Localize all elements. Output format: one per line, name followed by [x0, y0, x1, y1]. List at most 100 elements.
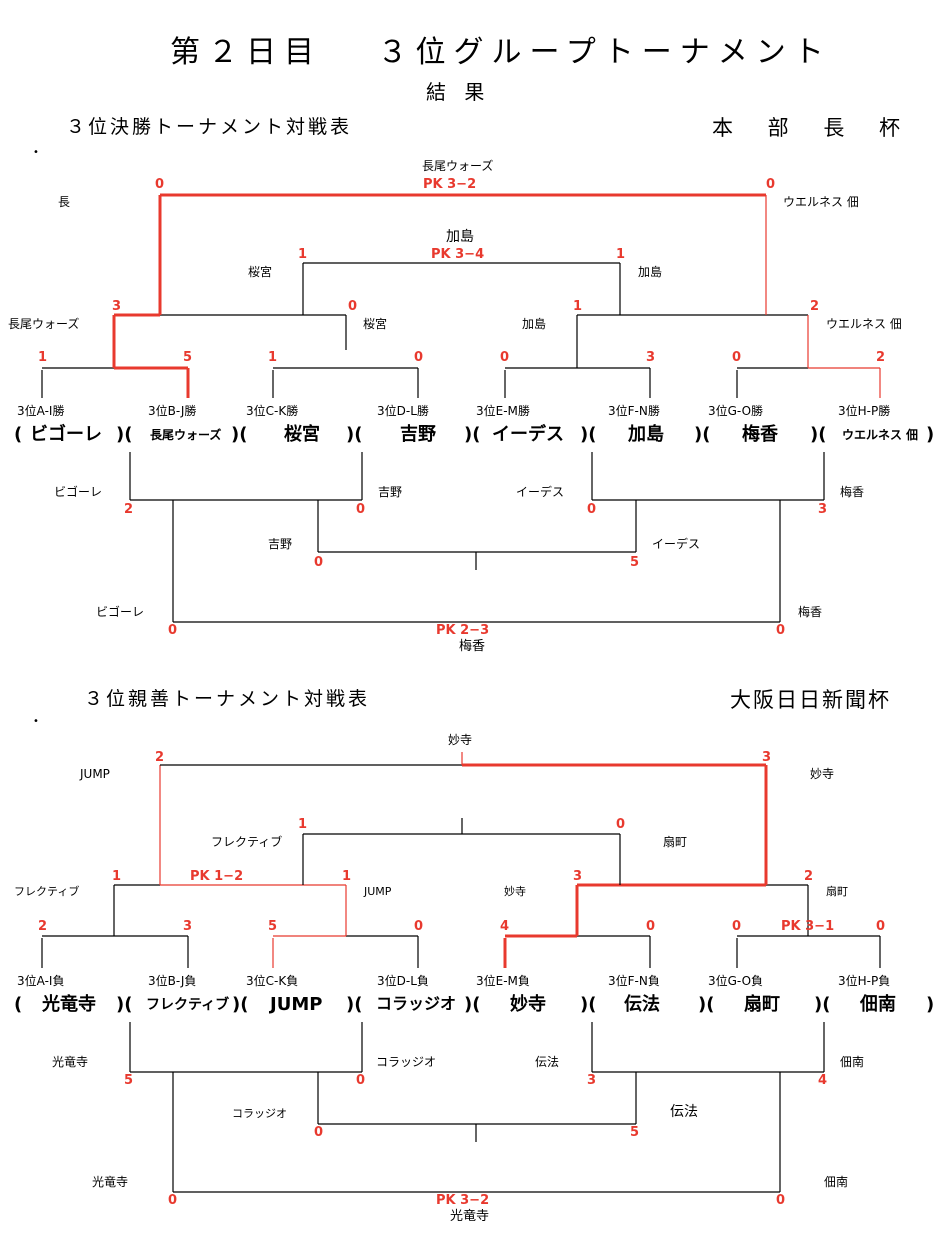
r2-score-b: 0 — [348, 299, 358, 314]
slot-8: 3位H-P勝 — [838, 404, 891, 418]
lower-a-score-right: 0 — [356, 502, 366, 517]
final-score-left: 0 — [155, 177, 165, 192]
r2-score-d: 2 — [804, 869, 814, 884]
bracket1-heading: ３位決勝トーナメント対戦表 — [66, 116, 353, 138]
final-pk: PK 3−2 — [423, 177, 477, 192]
lower-b-right: 梅香 — [840, 485, 865, 499]
lower-b-right: 佃南 — [840, 1055, 865, 1069]
lower-winner: 梅香 — [459, 639, 486, 654]
slot-5: 3位E-M勝 — [476, 404, 530, 418]
semi-winner-label: 加島 — [446, 229, 474, 245]
r2-team-d: 扇町 — [826, 885, 848, 898]
final-winner-label: 妙寺 — [448, 733, 473, 747]
r1-score-7: 0 — [732, 919, 742, 934]
lower-b-score-right: 4 — [818, 1073, 828, 1088]
r2-score-a: 3 — [112, 299, 122, 314]
lower-mid-score-right: 5 — [630, 1125, 640, 1140]
lower-bottom-right: 佃南 — [824, 1175, 849, 1189]
team-8: ウエルネス 佃 — [842, 428, 919, 442]
r1-score-2: 5 — [183, 350, 193, 365]
marker-dot: • — [33, 716, 39, 727]
r2-team-b: JUMP — [364, 885, 392, 898]
r1-score-3: 5 — [268, 919, 278, 934]
slot-7: 3位G-O勝 — [708, 404, 764, 418]
team-8: 佃南 — [860, 994, 896, 1015]
slot-1: 3位A-I勝 — [17, 404, 65, 418]
semi-left-team: フレクティブ — [211, 835, 283, 849]
semi-right-team: 扇町 — [663, 835, 688, 849]
lower-mid-left: 吉野 — [268, 537, 293, 551]
side-label-left: 長 — [58, 195, 71, 209]
team-4: 吉野 — [400, 424, 436, 445]
lower-bottom-right: 梅香 — [798, 605, 823, 619]
lower-b-left: 伝法 — [535, 1055, 560, 1069]
semi-left-team: 桜宮 — [248, 265, 273, 279]
r1-score-7: 0 — [732, 350, 742, 365]
team-7: 扇町 — [744, 994, 780, 1015]
lower-pk: PK 2−3 — [436, 623, 490, 638]
team-row-1: ( ビゴーレ )( 長尾ウォーズ )( 桜宮 )( 吉野 )( イーデス )( … — [14, 424, 935, 445]
lower-bottom-left: 光竜寺 — [92, 1175, 129, 1189]
team-3: 桜宮 — [284, 424, 320, 445]
lower-bottom-score-left: 0 — [168, 1193, 178, 1208]
lower-a-left: 光竜寺 — [52, 1055, 89, 1069]
r2-score-a: 1 — [112, 869, 122, 884]
r2-team-a: フレクティブ — [14, 885, 80, 898]
r2-score-b: 1 — [342, 869, 352, 884]
page-subtitle: 結 果 — [426, 80, 491, 104]
r1-score-4: 0 — [414, 919, 424, 934]
slot-2: 3位B-J負 — [148, 974, 197, 988]
slot-6: 3位F-N負 — [608, 974, 660, 988]
slot-3: 3位C-K勝 — [246, 404, 299, 418]
semi-score-left: 1 — [298, 817, 308, 832]
marker-dot: • — [33, 147, 39, 158]
bracket2-cup: 大阪日日新聞杯 — [730, 688, 891, 712]
r2-team-a: 長尾ウォーズ — [8, 317, 80, 331]
slot-7: 3位G-O負 — [708, 974, 764, 988]
semi-score-left: 1 — [298, 247, 308, 262]
slot-5: 3位E-M負 — [476, 974, 530, 988]
lower-b-score-left: 3 — [587, 1073, 597, 1088]
final-winner-label: 長尾ウォーズ — [422, 159, 494, 173]
lower-a-right: 吉野 — [378, 485, 403, 499]
team-6: 伝法 — [624, 994, 660, 1015]
team-5: 妙寺 — [510, 994, 546, 1015]
bracket2-heading: ３位親善トーナメント対戦表 — [84, 688, 371, 710]
lower-bottom-score-right: 0 — [776, 623, 786, 638]
lower-mid-score-left: 0 — [314, 1125, 324, 1140]
r1-score-6: 3 — [646, 350, 656, 365]
slot-2: 3位B-J勝 — [148, 404, 197, 418]
side-label-right: ウエルネス 佃 — [783, 195, 859, 209]
team-1: 光竜寺 — [42, 994, 96, 1015]
team-7: 梅香 — [742, 424, 778, 445]
lower-a-left: ビゴーレ — [54, 485, 103, 499]
slot-4: 3位D-L勝 — [377, 404, 429, 418]
slot-6: 3位F-N勝 — [608, 404, 660, 418]
r1-score-6: 0 — [646, 919, 656, 934]
lower-b-left: イーデス — [516, 485, 565, 499]
team-1: ビゴーレ — [30, 424, 102, 445]
side-label-left: JUMP — [80, 767, 110, 781]
lower-mid-score-right: 5 — [630, 555, 640, 570]
lower-a-score-right: 0 — [356, 1073, 366, 1088]
r1-score-8: 2 — [876, 350, 886, 365]
slot-1: 3位A-I負 — [17, 974, 65, 988]
semi-score-right: 0 — [616, 817, 626, 832]
final-score-right: 3 — [762, 750, 772, 765]
side-label-right: 妙寺 — [810, 767, 835, 781]
slot-3: 3位C-K負 — [246, 974, 299, 988]
final-score-left: 2 — [155, 750, 165, 765]
lower-bottom-score-right: 0 — [776, 1193, 786, 1208]
r2-team-b: 桜宮 — [363, 317, 388, 331]
team-row-2: ( 光竜寺 )( フレクティブ )( JUMP )( コラッジオ )( 妙寺 )… — [14, 994, 935, 1015]
semi-score-right: 1 — [616, 247, 626, 262]
lower-a-score-left: 2 — [124, 502, 134, 517]
team-2: フレクティブ — [146, 997, 230, 1013]
r2-team-d: ウエルネス 佃 — [826, 317, 902, 331]
page-title: 第２日目 ３位グループトーナメント — [170, 35, 832, 70]
team-2: 長尾ウォーズ — [150, 428, 222, 442]
lower-b-score-right: 3 — [818, 502, 828, 517]
r2-left-pk: PK 1−2 — [190, 869, 244, 884]
r1-score-1: 1 — [38, 350, 48, 365]
r2-score-c: 3 — [573, 869, 583, 884]
